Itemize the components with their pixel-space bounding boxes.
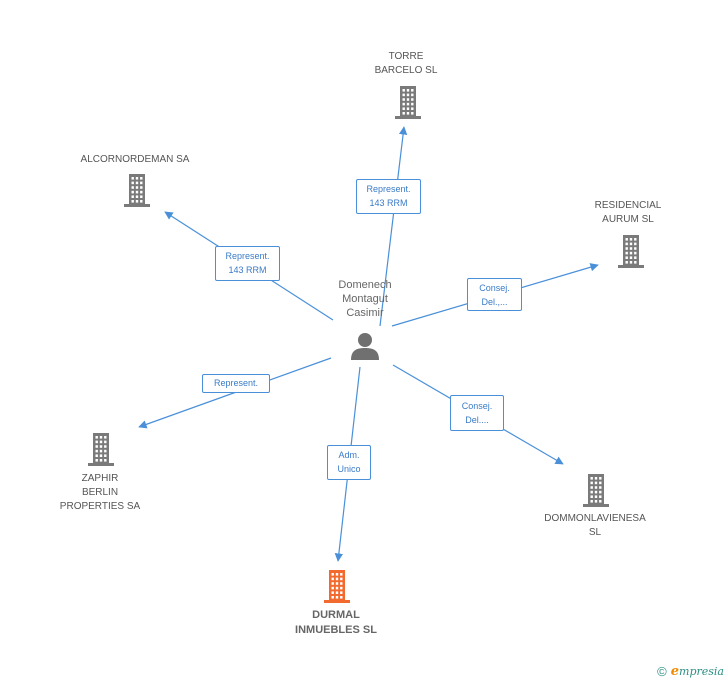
node-label-torre[interactable]: TORRE BARCELO SL (374, 51, 438, 76)
node-label-zaphir[interactable]: ZAPHIR BERLIN PROPERTIES SA (59, 473, 141, 512)
building-icon[interactable] (392, 84, 424, 120)
node-label-dommon[interactable]: DOMMONLAVIENESA SL (544, 513, 646, 538)
building-icon[interactable] (580, 472, 612, 508)
building-icon[interactable] (615, 233, 647, 269)
brand-footer: © empresia (657, 664, 724, 679)
edge-label-residencial[interactable]: Consej. Del.,... (467, 278, 522, 311)
brand-logo: empresia (670, 664, 724, 679)
edge-torre (379, 126, 408, 327)
edge-label-torre[interactable]: Represent. 143 RRM (356, 179, 421, 214)
copyright-icon: © (657, 664, 667, 679)
node-label-alcorno[interactable]: ALCORNORDEMAN SA (80, 154, 190, 165)
building-icon[interactable] (85, 431, 117, 467)
person-icon[interactable] (350, 331, 380, 361)
building-icon-highlight[interactable] (321, 568, 353, 604)
node-label-residencial[interactable]: RESIDENCIAL AURUM SL (594, 200, 662, 225)
edge-label-zaphir[interactable]: Represent. (202, 374, 270, 393)
center-person-name: Domenech Montagut Casimir (338, 279, 392, 319)
building-icon[interactable] (121, 172, 153, 208)
edge-label-durmal[interactable]: Adm. Unico (327, 445, 371, 480)
node-label-durmal[interactable]: DURMAL INMUEBLES SL (295, 609, 377, 636)
edge-label-alcorno[interactable]: Represent. 143 RRM (215, 246, 280, 281)
edge-label-dommon[interactable]: Consej. Del.... (450, 395, 504, 431)
